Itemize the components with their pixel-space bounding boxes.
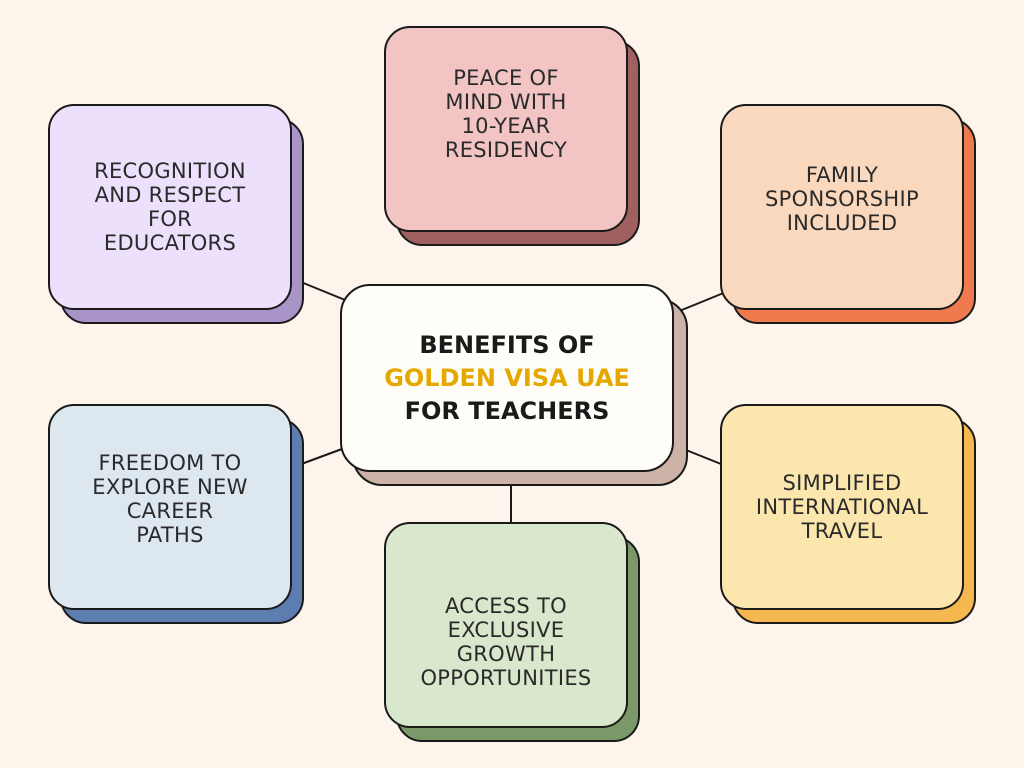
- center-node-face: BENEFITS OF GOLDEN VISA UAE FOR TEACHERS: [340, 284, 674, 472]
- benefit-line: TRAVEL: [801, 519, 883, 543]
- center-title-line-3: FOR TEACHERS: [404, 396, 610, 425]
- benefit-line: MIND WITH: [445, 90, 567, 114]
- benefit-card-face: ACCESS TO EXCLUSIVE GROWTH OPPORTUNITIES: [384, 522, 628, 728]
- benefit-line: EXCLUSIVE: [447, 618, 565, 642]
- benefit-line: CAREER: [126, 499, 214, 523]
- center-title: BENEFITS OF GOLDEN VISA UAE FOR TEACHERS: [384, 329, 630, 428]
- benefit-line: 10-YEAR: [461, 114, 551, 138]
- benefit-text: ACCESS TO EXCLUSIVE GROWTH OPPORTUNITIES: [420, 594, 591, 690]
- benefit-line: RESIDENCY: [444, 138, 568, 162]
- benefit-line: RECOGNITION: [94, 159, 246, 183]
- center-title-line-2: GOLDEN VISA UAE: [384, 363, 630, 392]
- connector-recognition: [295, 279, 351, 303]
- benefit-text: FAMILY SPONSORSHIP INCLUDED: [765, 163, 919, 235]
- benefit-line: EDUCATORS: [103, 231, 237, 255]
- benefit-line: ACCESS TO: [445, 594, 567, 618]
- benefit-line: PEACE OF: [453, 66, 559, 90]
- benefit-line: AND RESPECT: [94, 183, 246, 207]
- benefit-line: FREEDOM TO: [98, 451, 242, 475]
- benefit-line: GROWTH: [456, 642, 556, 666]
- benefit-card-face: FREEDOM TO EXPLORE NEW CAREER PATHS: [48, 404, 292, 610]
- benefit-card-face: FAMILY SPONSORSHIP INCLUDED: [720, 104, 964, 310]
- benefit-text: SIMPLIFIED INTERNATIONAL TRAVEL: [756, 471, 928, 543]
- benefit-line: FAMILY: [805, 163, 879, 187]
- benefit-line: PATHS: [136, 523, 204, 547]
- benefit-text: PEACE OF MIND WITH 10-YEAR RESIDENCY: [445, 66, 567, 162]
- benefit-card-face: RECOGNITION AND RESPECT FOR EDUCATORS: [48, 104, 292, 310]
- benefit-card-face: PEACE OF MIND WITH 10-YEAR RESIDENCY: [384, 26, 628, 232]
- benefit-line: EXPLORE NEW: [92, 475, 248, 499]
- benefit-line: SIMPLIFIED: [782, 471, 902, 495]
- benefit-line: INTERNATIONAL: [755, 495, 929, 519]
- center-title-line-1: BENEFITS OF: [419, 330, 595, 359]
- benefit-line: FOR: [147, 207, 193, 231]
- benefit-card-face: SIMPLIFIED INTERNATIONAL TRAVEL: [720, 404, 964, 610]
- benefit-line: INCLUDED: [786, 211, 898, 235]
- benefit-line: OPPORTUNITIES: [420, 666, 592, 690]
- benefit-text: RECOGNITION AND RESPECT FOR EDUCATORS: [94, 159, 246, 255]
- benefit-line: SPONSORSHIP: [765, 187, 919, 211]
- benefit-text: FREEDOM TO EXPLORE NEW CAREER PATHS: [92, 451, 247, 547]
